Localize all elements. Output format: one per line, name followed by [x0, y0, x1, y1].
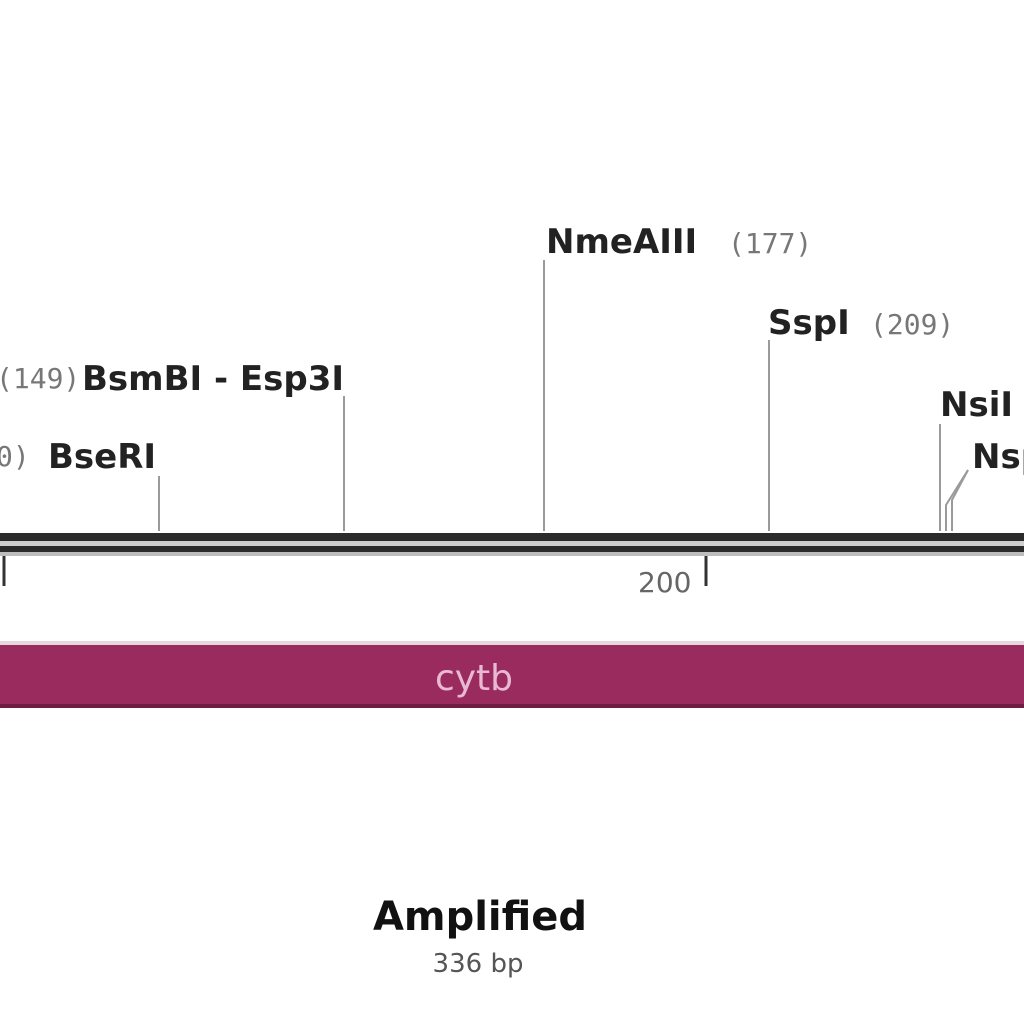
map-footer: Amplified 336 bp: [373, 894, 587, 979]
cytb-feature-bar: [0, 645, 1024, 707]
cytb-feature-label: cytb: [435, 658, 513, 699]
partial-enzyme-position-1: (149): [0, 362, 80, 395]
backbone-bottom-strand: [0, 546, 1024, 552]
nmeaiii-position: (177): [728, 227, 812, 260]
map-length: 336 bp: [433, 949, 524, 979]
enzyme-connectors: [158, 260, 969, 533]
dna-backbone: [0, 531, 1024, 565]
backbone-top-strand: [0, 533, 1024, 541]
ruler-tick-200-label: 200: [638, 566, 691, 599]
bsmbi-label: BsmBI - Esp3I: [82, 359, 344, 399]
feature-cytb: cytb: [0, 641, 1024, 708]
nsp-connector-2: [945, 469, 969, 533]
bseri-label: BseRI: [48, 437, 156, 477]
nsp-label: Nsp: [972, 437, 1024, 477]
enzyme-labels: (149) BsmBI - Esp3I 0) BseRI NmeAIII (17…: [0, 222, 1024, 477]
sspi-position: (209): [870, 308, 954, 341]
nsp-connector: [951, 469, 969, 533]
partial-enzyme-position-2: 0): [0, 440, 30, 473]
map-title: Amplified: [373, 894, 587, 940]
nsii-label: NsiI: [940, 385, 1013, 425]
nmeaiii-label: NmeAIII: [546, 222, 697, 262]
sspi-label: SspI: [768, 303, 850, 343]
ruler: 200: [2, 556, 708, 599]
